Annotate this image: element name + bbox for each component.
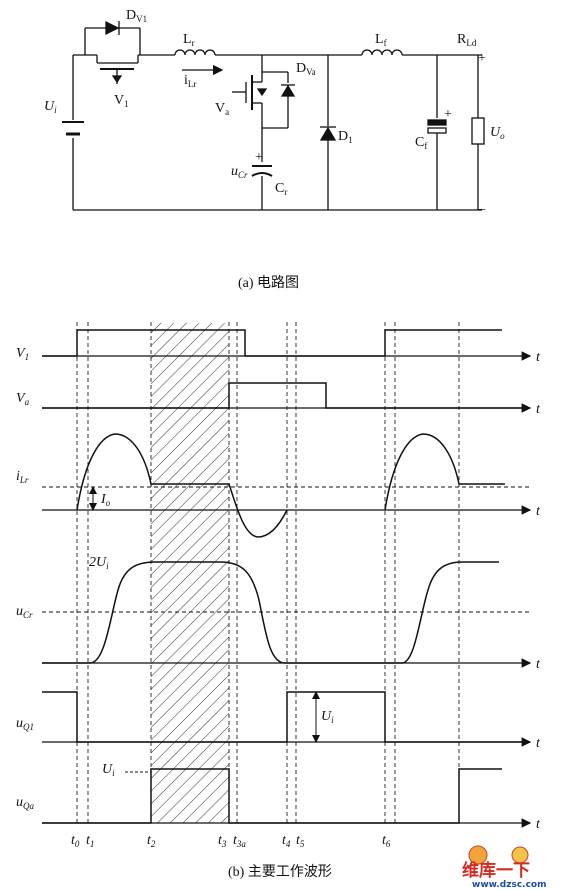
battery-ui-symbol [62, 121, 84, 136]
label-dva: DVa [296, 61, 316, 77]
time-mark-t1: t1 [86, 833, 94, 849]
diode-dva-symbol [280, 84, 296, 97]
time-mark-t6: t6 [382, 833, 391, 849]
label-va: Va [215, 101, 229, 117]
time-mark-t4: t4 [282, 833, 291, 849]
minus-output: − [478, 203, 486, 218]
mosfet-va-symbol [232, 75, 268, 110]
label-dv1: DV1 [126, 8, 147, 24]
trace-ilr [76, 433, 288, 538]
time-mark-t3a: t3a [233, 833, 246, 849]
time-mark-t3: t3 [218, 833, 227, 849]
time-mark-labels: t0 t1 t2 t3 t3a t4 t5 t6 [71, 833, 391, 849]
annotation-2ui: 2Ui [89, 555, 109, 571]
axis-t-v1: t [536, 350, 541, 365]
waveform-caption: (b) 主要工作波形 [228, 864, 332, 880]
time-mark-t2: t2 [147, 833, 156, 849]
waveform-annotations: Io 2Ui Ui Ui [89, 492, 334, 778]
axis-t-uqa: t [536, 817, 541, 832]
label-uo: Uo [490, 125, 505, 141]
trace-uq1 [42, 691, 530, 743]
circuit-caption: (a) 电路图 [238, 275, 299, 291]
row-label-uqa: uQa [16, 795, 34, 811]
trace-v1 [42, 329, 502, 357]
trace-ilr-2 [384, 433, 505, 511]
annotation-ui-q1: Ui [321, 709, 334, 725]
label-lr: Lr [183, 32, 195, 48]
circuit-diagram [62, 20, 485, 211]
annotation-ui-qa: Ui [102, 762, 115, 778]
watermark-brand: 维库一下 [462, 860, 530, 881]
trace-ucr [42, 561, 499, 664]
circuit-labels: DV1 Lr iLr V1 Va DVa Ui uCr + Cr D1 Lf +… [44, 8, 505, 218]
load-resistor-symbol [471, 117, 485, 145]
row-label-va: Va [16, 391, 30, 407]
trace-uqa [42, 768, 502, 824]
axis-t-uq1: t [536, 736, 541, 751]
label-v1: V1 [114, 93, 129, 109]
mosfet-v1-symbol [96, 55, 139, 84]
capacitor-cr-symbol [251, 165, 273, 177]
inductor-lf-symbol [361, 49, 403, 56]
time-axes [42, 351, 532, 828]
watermark-mascot-icon [468, 845, 488, 865]
axis-t-va: t [536, 402, 541, 417]
time-guides [76, 322, 460, 823]
plus-cr: + [255, 150, 263, 165]
axis-t-ilr: t [536, 504, 541, 519]
label-cf: Cf [415, 135, 427, 151]
label-ilr: iLr [184, 73, 196, 89]
label-ui: Ui [44, 99, 57, 115]
plus-output: + [478, 51, 486, 66]
label-ucr: uCr [231, 164, 248, 180]
annotation-io: Io [100, 492, 111, 508]
label-d1: D1 [338, 129, 353, 145]
label-cr: Cr [275, 181, 287, 197]
watermark: 维库一下 www.dzsc.com [462, 845, 546, 889]
diode-d1-symbol [319, 126, 337, 141]
plus-cf: + [444, 107, 452, 122]
hatched-interval [151, 323, 229, 823]
axis-t-ucr: t [536, 657, 541, 672]
axis-t-labels: t t t t t t [536, 350, 541, 832]
row-label-ilr: iLr [16, 469, 29, 485]
time-mark-t0: t0 [71, 833, 80, 849]
trace-va [42, 382, 530, 409]
inductor-lr-symbol [174, 49, 216, 56]
waveform-traces [42, 329, 530, 824]
watermark-url: www.dzsc.com [472, 880, 546, 889]
label-lf: Lf [375, 32, 387, 48]
label-rld: RLd [457, 32, 477, 48]
row-label-ucr: uCr [16, 604, 33, 620]
annotation-arrows [89, 486, 320, 773]
time-mark-t5: t5 [296, 833, 305, 849]
diode-dv1-symbol [105, 20, 120, 36]
row-label-uq1: uQ1 [16, 716, 34, 732]
row-label-v1: V1 [16, 346, 29, 362]
waveform-row-labels: V1 Va iLr uCr uQ1 uQa [16, 346, 34, 811]
